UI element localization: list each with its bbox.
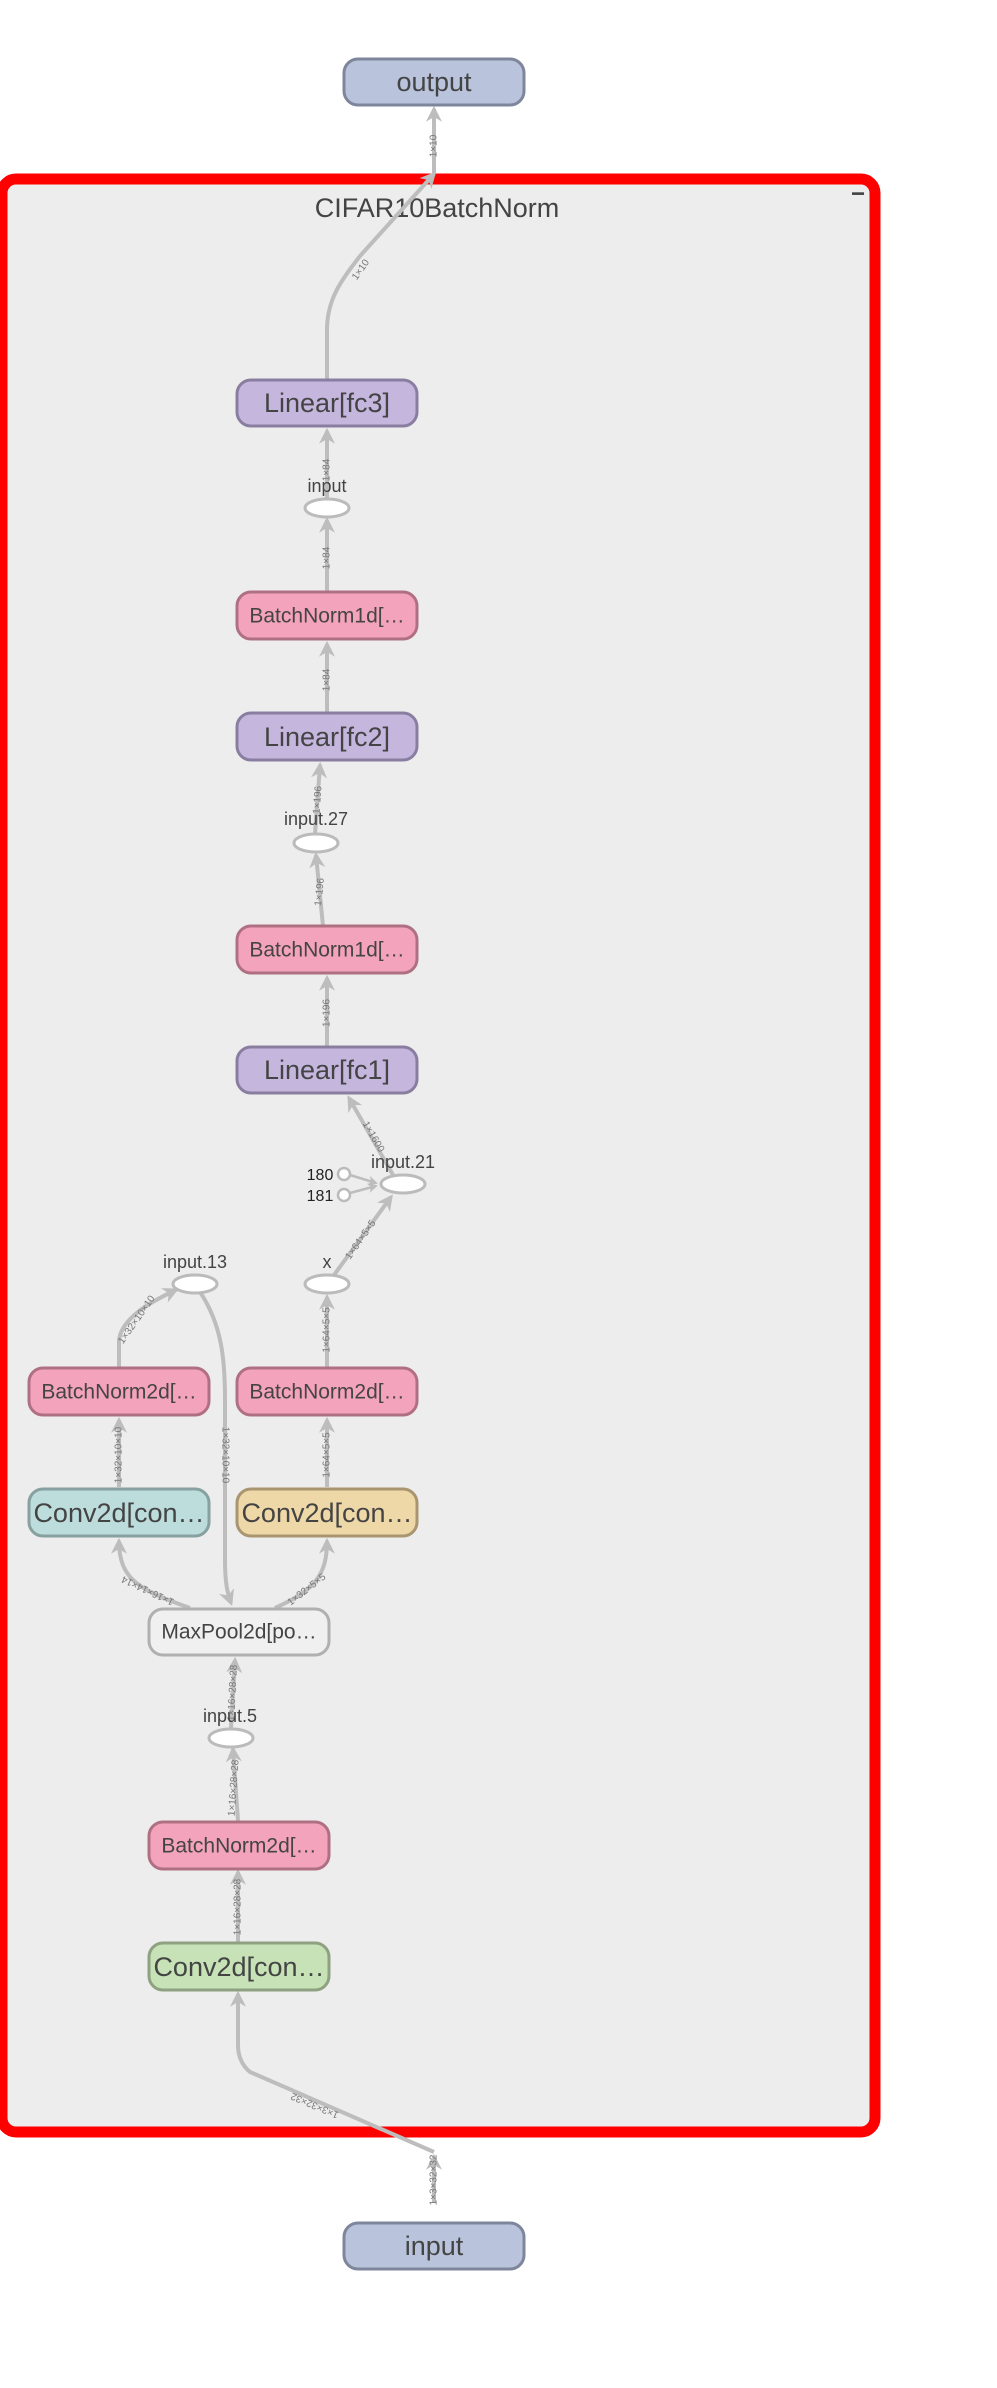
node-batchnorm2d-left[interactable]: BatchNorm2d[…: [27, 1366, 211, 1417]
op-input-13[interactable]: input.13: [163, 1252, 227, 1295]
edge-label: 1×16×28×28: [226, 1664, 240, 1721]
edge-input13-pool: [198, 1290, 234, 1606]
edge-label: 1×196: [313, 877, 327, 907]
edge-label: 1×64×5×5: [322, 1432, 333, 1478]
node-batchnorm2d-bottom[interactable]: BatchNorm2d[…: [147, 1820, 331, 1871]
const-label: 180: [307, 1167, 334, 1184]
node-label: Linear[fc2]: [264, 722, 390, 752]
op-label: input.27: [284, 809, 348, 829]
op-input-27[interactable]: input.27: [284, 809, 348, 854]
node-conv2d-bottom[interactable]: Conv2d[con…: [147, 1941, 331, 1992]
edge-label: 1×84: [322, 546, 333, 569]
node-linear-fc2[interactable]: Linear[fc2]: [235, 711, 419, 762]
edge-label: 1×10: [429, 134, 440, 157]
edge-label: 1×32×10×10: [220, 1427, 231, 1484]
edge-label: 1×32×10×10: [114, 1426, 125, 1483]
edge-bnl-input13: [117, 1288, 179, 1367]
node-label: Conv2d[con…: [241, 1498, 412, 1528]
group-title: CIFAR10BatchNorm: [315, 193, 560, 223]
op-x[interactable]: x: [303, 1252, 351, 1295]
edge-bn-input27: [309, 851, 326, 927]
edge-label: 1×84: [322, 458, 333, 481]
node-label: BatchNorm1d[…: [249, 939, 404, 962]
const-label: 181: [307, 1188, 334, 1205]
node-batchnorm2d-right[interactable]: BatchNorm2d[…: [235, 1366, 419, 1417]
op-input-21[interactable]: input.21: [371, 1152, 435, 1195]
edge-label: 1×84: [322, 668, 333, 691]
edge-x-input21: [332, 1194, 393, 1277]
node-label: Linear[fc1]: [264, 1055, 390, 1085]
node-label: BatchNorm2d[…: [249, 1381, 404, 1404]
node-label: MaxPool2d[po…: [161, 1621, 316, 1644]
op-label: input.5: [203, 1706, 257, 1726]
op-label: input: [307, 476, 346, 496]
edge-label: 1×196: [322, 999, 333, 1028]
edge-input21-fc1: [347, 1095, 395, 1176]
edge-pool-convr: [274, 1537, 335, 1610]
edge-bn-input5: [225, 1745, 242, 1822]
edge-pool-convl: [111, 1537, 191, 1610]
node-label: BatchNorm2d[…: [41, 1381, 196, 1404]
node-input[interactable]: input: [342, 2221, 526, 2271]
edge-181-input21: [349, 1183, 378, 1195]
edge-label: 1×16×28×28: [233, 1878, 244, 1935]
node-label: output: [396, 67, 472, 97]
op-input[interactable]: input: [303, 476, 351, 519]
node-output[interactable]: output: [342, 57, 526, 107]
node-batchnorm1d-a[interactable]: BatchNorm1d[…: [235, 590, 419, 641]
group-cifar10batchnorm[interactable]: [0, 173, 881, 2138]
edge-label: 1×16×28×28: [227, 1759, 242, 1817]
node-linear-fc3[interactable]: Linear[fc3]: [235, 378, 419, 428]
const-181[interactable]: 181: [307, 1187, 352, 1205]
node-batchnorm1d-b[interactable]: BatchNorm1d[…: [235, 924, 419, 975]
node-label: input: [405, 2231, 464, 2261]
edge-input27-fc2: [311, 761, 328, 835]
edge-input5-pool: [226, 1656, 243, 1729]
node-conv2d-left[interactable]: Conv2d[con…: [27, 1487, 211, 1538]
edge-label: 1×196: [312, 785, 325, 814]
node-maxpool2d[interactable]: MaxPool2d[po…: [147, 1607, 331, 1657]
edge-input-conv: [230, 1990, 435, 2154]
edge-label: 1×64×5×5: [322, 1307, 333, 1353]
op-label: input.13: [163, 1252, 227, 1272]
edge-fc3-output: [325, 171, 437, 379]
node-label: Conv2d[con…: [153, 1952, 324, 1982]
collapse-icon[interactable]: −: [851, 181, 865, 208]
node-conv2d-right[interactable]: Conv2d[con…: [235, 1487, 419, 1538]
node-label: Conv2d[con…: [33, 1498, 204, 1528]
op-label: x: [323, 1252, 332, 1272]
node-label: BatchNorm1d[…: [249, 605, 404, 628]
const-180[interactable]: 180: [307, 1166, 352, 1184]
edge-label: 1×3×32×32: [429, 2154, 440, 2205]
op-label: input.21: [371, 1152, 435, 1172]
edge-180-input21: [349, 1173, 378, 1186]
op-input-5[interactable]: input.5: [203, 1706, 257, 1749]
node-linear-fc1[interactable]: Linear[fc1]: [235, 1045, 419, 1095]
node-label: BatchNorm2d[…: [161, 1835, 316, 1858]
edges: [111, 105, 442, 2203]
node-label: Linear[fc3]: [264, 388, 390, 418]
